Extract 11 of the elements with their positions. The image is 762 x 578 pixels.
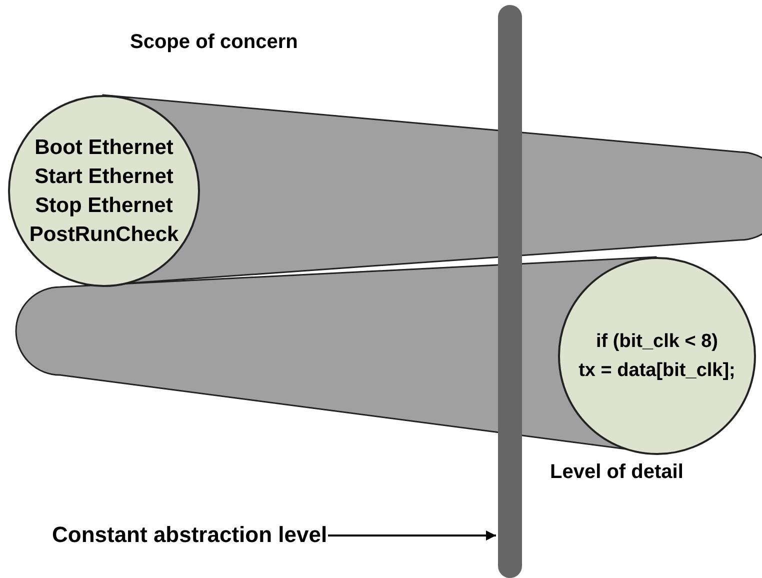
code-line: if (bit_clk < 8) <box>596 330 718 354</box>
abstraction-bar <box>498 5 522 578</box>
arrow <box>328 530 496 540</box>
function-name: Stop Ethernet <box>35 193 173 219</box>
function-name: Start Ethernet <box>34 164 174 190</box>
function-name: PostRunCheck <box>29 222 179 248</box>
annotation-text: Constant abstraction level <box>52 520 328 549</box>
circle-caption: Level of detail <box>550 461 684 484</box>
code-line: tx = data[bit_clk]; <box>578 359 736 383</box>
circle-caption: Scope of concern <box>130 31 298 54</box>
function-name: Boot Ethernet <box>34 135 174 161</box>
